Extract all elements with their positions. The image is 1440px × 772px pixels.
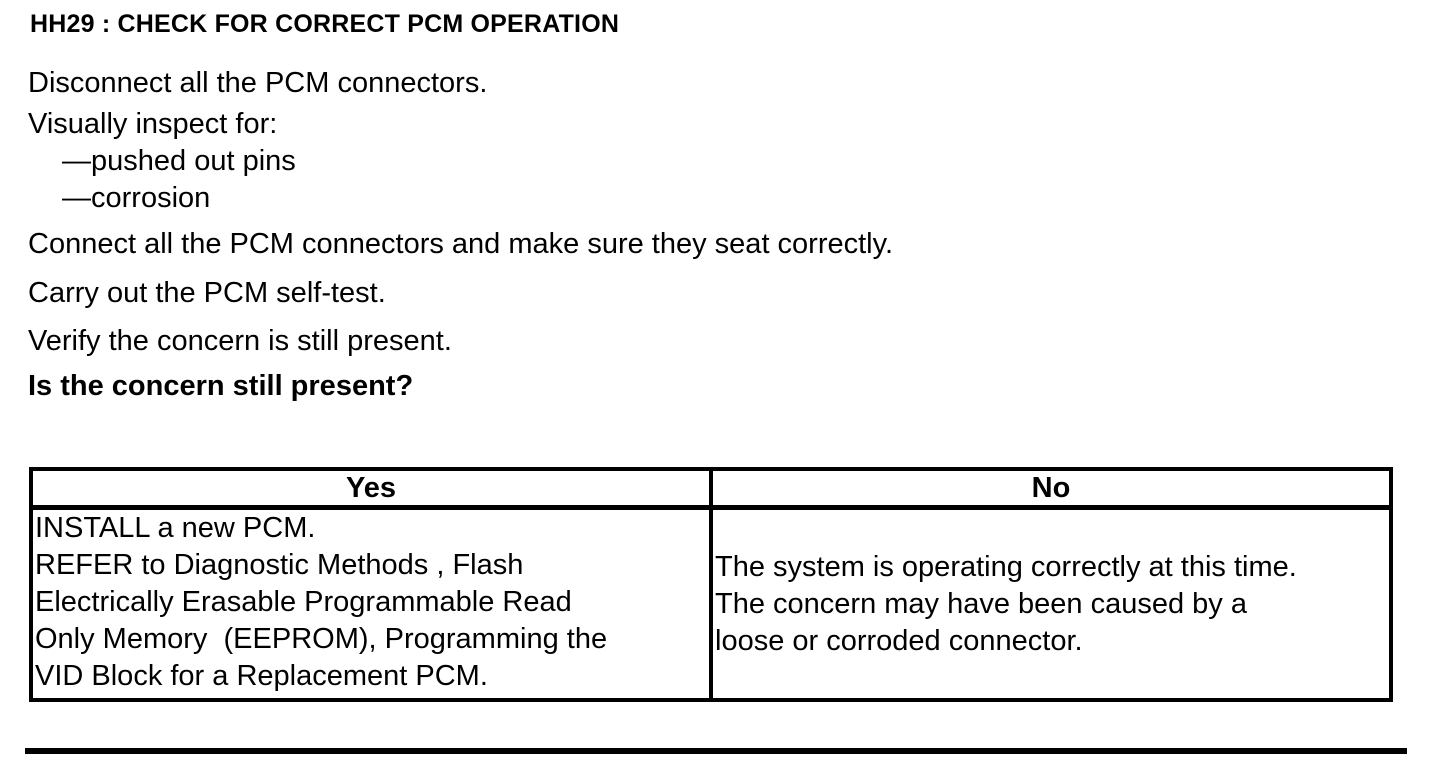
instruction-connect-connectors: Connect all the PCM connectors and make … <box>28 228 894 260</box>
no-column-header: No <box>709 467 1393 510</box>
yes-column-header: Yes <box>29 467 713 510</box>
instruction-self-test: Carry out the PCM self-test. <box>28 277 386 309</box>
test-step-heading: HH29 : CHECK FOR CORRECT PCM OPERATION <box>30 10 620 38</box>
no-action-cell: The system is operating correctly at thi… <box>709 505 1393 702</box>
decision-question: Is the concern still present? <box>28 370 414 402</box>
results-table: Yes No INSTALL a new PCM. REFER to Diagn… <box>29 467 1393 702</box>
results-body-row: INSTALL a new PCM. REFER to Diagnostic M… <box>29 505 1393 702</box>
yes-action-cell: INSTALL a new PCM. REFER to Diagnostic M… <box>29 505 713 702</box>
results-header-row: Yes No <box>29 467 1393 510</box>
inspect-item-corrosion: —corrosion <box>62 182 211 214</box>
instruction-verify-concern: Verify the concern is still present. <box>28 325 452 357</box>
inspect-item-pushed-out-pins: —pushed out pins <box>62 145 296 177</box>
instruction-disconnect: Disconnect all the PCM connectors. <box>28 67 488 99</box>
page-divider-rule <box>25 748 1407 754</box>
instruction-inspect-intro: Visually inspect for: <box>28 108 278 140</box>
